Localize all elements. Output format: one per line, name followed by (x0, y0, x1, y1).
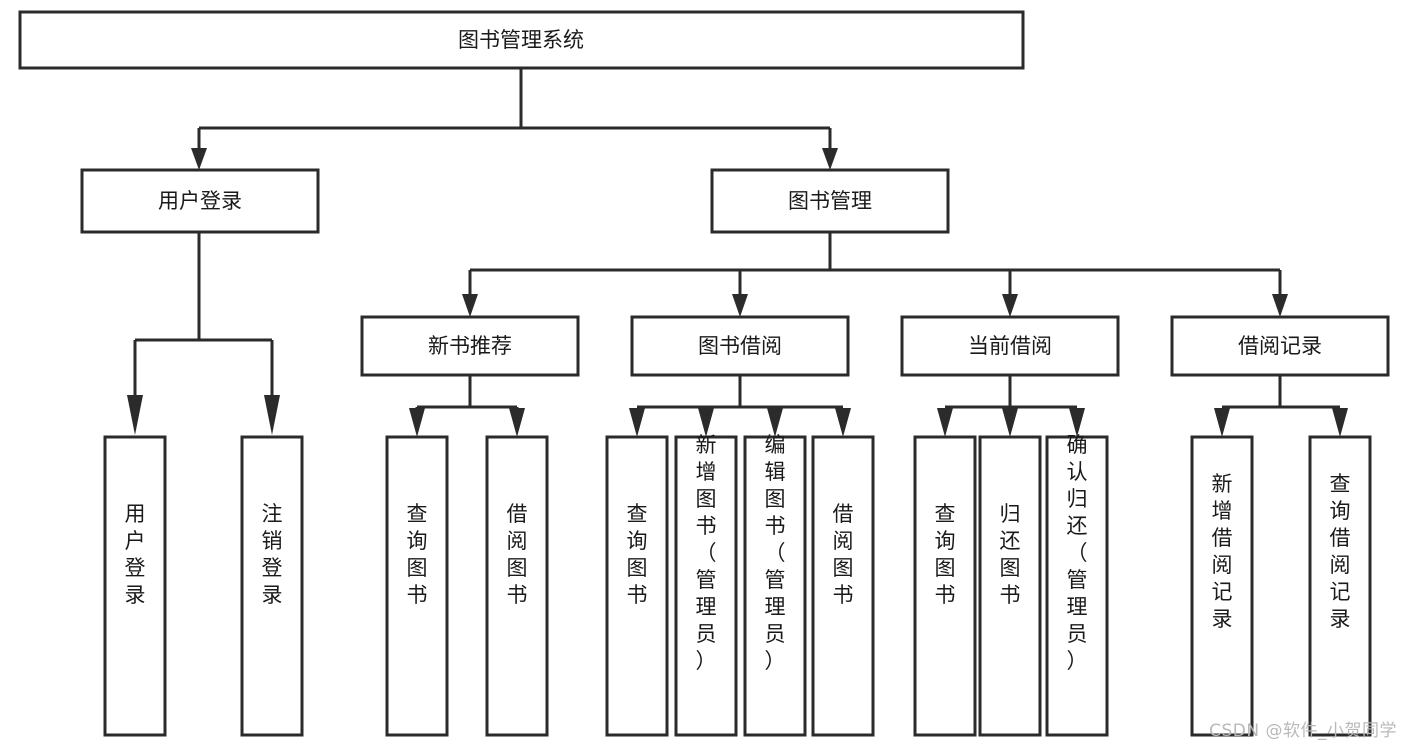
node-borrow-record[interactable]: 借阅记录 (1170, 315, 1390, 377)
arrow-head-currentborrow-leaf-1 (1002, 408, 1018, 437)
arrow-head-borrowrecord-leaf-1 (1332, 408, 1348, 437)
leaf-box[interactable] (913, 435, 977, 737)
leaf-box[interactable] (1308, 435, 1372, 737)
leaf-node-current-confirm-return-admin[interactable]: 确认归还（管理员） (1045, 433, 1109, 737)
leaf-box[interactable] (385, 435, 449, 737)
leaf-label: 确认归还（管理员） (1067, 433, 1088, 673)
node-book-borrow-box[interactable] (630, 315, 850, 377)
arrow-head-bookborrow-leaf-0 (629, 408, 645, 437)
leaf-label: 借阅图书 (507, 502, 528, 607)
connector-group-book-borrow (629, 375, 851, 437)
arrow-head-bookborrow-leaf-2 (767, 408, 783, 437)
leaf-box[interactable] (978, 435, 1042, 737)
leaf-label: 新增借阅记录 (1212, 472, 1233, 631)
node-current-borrow-label: 当前借阅 (968, 334, 1052, 358)
leaf-node-user-logout[interactable]: 注销登录 (240, 435, 304, 737)
leaf-label: 新增图书（管理员） (696, 433, 717, 673)
leaf-node-current-query-book[interactable]: 查询图书 (913, 435, 977, 737)
node-new-book-recommend[interactable]: 新书推荐 (360, 315, 580, 377)
leaf-node-borrow-add-book-admin[interactable]: 新增图书（管理员） (674, 433, 738, 737)
node-book-borrow-label: 图书借阅 (698, 334, 782, 358)
node-root-book-management-system[interactable]: 图书管理系统 (18, 10, 1025, 70)
arrow-head-userlogin-leaf-1 (264, 395, 280, 435)
arrow-head-bookborrow-leaf-1 (698, 408, 714, 437)
leaf-node-borrow-query-book[interactable]: 查询图书 (605, 435, 669, 737)
node-root-label: 图书管理系统 (458, 28, 584, 52)
node-user-login-label: 用户登录 (158, 189, 242, 213)
connector-group-book-management (462, 232, 1288, 317)
leaf-box[interactable] (743, 435, 807, 737)
node-book-management-label: 图书管理 (788, 189, 872, 213)
leaf-box[interactable] (674, 435, 738, 737)
node-book-management-box[interactable] (710, 168, 950, 234)
node-book-management[interactable]: 图书管理 (710, 168, 950, 234)
leaf-box[interactable] (103, 435, 167, 737)
leaf-label: 归还图书 (1000, 502, 1021, 607)
arrow-head-userlogin-leaf-0 (127, 395, 143, 435)
leaf-node-borrow-edit-book-admin[interactable]: 编辑图书（管理员） (743, 433, 807, 737)
node-current-borrow-box[interactable] (900, 315, 1120, 377)
leaf-box[interactable] (1190, 435, 1254, 737)
arrow-head-user-login (191, 148, 207, 170)
leaf-node-record-add-record[interactable]: 新增借阅记录 (1190, 435, 1254, 737)
leaf-box[interactable] (485, 435, 549, 737)
leaf-label: 查询图书 (935, 502, 956, 607)
arrow-head-bookborrow-leaf-3 (835, 408, 851, 437)
arrow-head-l3-0 (462, 294, 478, 317)
node-new-book-recommend-label: 新书推荐 (428, 334, 512, 358)
arrow-head-currentborrow-leaf-2 (1069, 408, 1085, 437)
leaf-label: 编辑图书（管理员） (765, 433, 786, 673)
arrow-head-newbook-leaf-1 (509, 408, 525, 437)
csdn-watermark: CSDN @软件_小贺同学 (1209, 721, 1397, 741)
node-user-login-box[interactable] (80, 168, 320, 234)
leaf-node-borrow-borrow-book[interactable]: 借阅图书 (811, 435, 875, 737)
leaf-label: 用户登录 (125, 502, 146, 607)
leaf-label: 注销登录 (262, 502, 283, 607)
connector-group-root (191, 68, 838, 170)
connector-group-user-login (127, 232, 280, 435)
node-current-borrow[interactable]: 当前借阅 (900, 315, 1120, 377)
connector-group-new-book-recommend (409, 375, 525, 437)
connector-group-current-borrow (937, 375, 1085, 437)
arrow-head-l3-1 (732, 294, 748, 317)
leaf-box[interactable] (1045, 435, 1109, 737)
arrow-head-currentborrow-leaf-0 (937, 408, 953, 437)
leaf-label: 查询图书 (407, 502, 428, 607)
connector-group-borrow-record (1214, 375, 1348, 437)
leaf-node-record-query-record[interactable]: 查询借阅记录 (1308, 435, 1372, 737)
arrow-head-newbook-leaf-0 (409, 408, 425, 437)
leaf-label: 借阅图书 (833, 502, 854, 607)
leaf-node-recommend-query-book[interactable]: 查询图书 (385, 435, 449, 737)
leaf-node-current-return-book[interactable]: 归还图书 (978, 435, 1042, 737)
leaf-box[interactable] (240, 435, 304, 737)
leaf-label: 查询借阅记录 (1330, 472, 1351, 631)
arrow-head-book-mgmt (822, 148, 838, 170)
node-root-box[interactable] (18, 10, 1025, 70)
leaf-node-user-login-login[interactable]: 用户登录 (103, 435, 167, 737)
node-new-book-recommend-box[interactable] (360, 315, 580, 377)
leaf-label: 查询图书 (627, 502, 648, 607)
node-borrow-record-label: 借阅记录 (1238, 334, 1322, 358)
leaf-box[interactable] (605, 435, 669, 737)
node-book-borrow[interactable]: 图书借阅 (630, 315, 850, 377)
node-borrow-record-box[interactable] (1170, 315, 1390, 377)
leaf-box[interactable] (811, 435, 875, 737)
arrow-head-l3-2 (1002, 294, 1018, 317)
node-user-login[interactable]: 用户登录 (80, 168, 320, 234)
arrow-head-borrowrecord-leaf-0 (1214, 408, 1230, 437)
arrow-head-l3-3 (1272, 294, 1288, 317)
leaf-node-recommend-borrow-book[interactable]: 借阅图书 (485, 435, 549, 737)
